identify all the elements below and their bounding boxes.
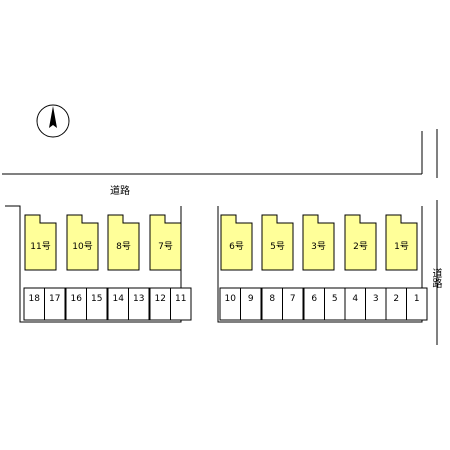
parking-space-pair: 12 11 — [149, 287, 192, 321]
building-unit-label: 6号 — [229, 241, 244, 252]
parking-space-number: 3 — [373, 294, 379, 304]
parking-space-number: 10 — [225, 294, 237, 304]
parking-space-number: 12 — [155, 294, 166, 304]
building-unit-label: 7号 — [158, 241, 173, 252]
building-unit: 2号 — [344, 214, 377, 271]
road-lines — [2, 129, 438, 345]
right-road-label: 道路 — [430, 268, 441, 288]
parking-space-number: 17 — [49, 294, 60, 304]
parking-space-pair: 10 9 — [219, 287, 262, 321]
building-unit-label: 2号 — [353, 241, 368, 252]
building-unit-label: 5号 — [270, 241, 285, 252]
parking-space-number: 5 — [332, 294, 338, 304]
buildings-left: 11号 10号 8号 7号 — [24, 214, 182, 271]
left-lot-outline — [5, 205, 182, 323]
parking-space-number: 8 — [269, 294, 275, 304]
building-unit: 11号 — [24, 214, 57, 271]
parking-space-number: 9 — [248, 294, 254, 304]
top-road-label: 道路 — [110, 186, 130, 197]
buildings-right: 6号 5号 3号 2号 1号 — [220, 214, 418, 271]
parking-space-pair: 14 13 — [107, 287, 150, 321]
parking-space-number: 1 — [414, 294, 420, 304]
building-unit: 5号 — [261, 214, 294, 271]
parking-space-number: 13 — [133, 294, 144, 304]
building-unit: 3号 — [302, 214, 335, 271]
building-unit: 10号 — [66, 214, 99, 271]
parking-space-number: 14 — [113, 294, 125, 304]
parking-space-number: 4 — [352, 294, 358, 304]
lot-lines — [5, 205, 423, 323]
parking-space-number: 2 — [393, 294, 399, 304]
parking-space-number: 16 — [71, 294, 83, 304]
building-unit: 1号 — [385, 214, 418, 271]
building-unit-label: 11号 — [30, 241, 50, 252]
parking-space-number: 18 — [29, 294, 41, 304]
right-lot-outline — [217, 206, 423, 323]
parking-space-number: 15 — [91, 294, 102, 304]
building-unit: 7号 — [149, 214, 182, 271]
parking-space-number: 11 — [175, 294, 186, 304]
building-unit-label: 3号 — [311, 241, 326, 252]
building-unit-label: 1号 — [394, 241, 409, 252]
parking-space-number: 6 — [311, 294, 317, 304]
building-unit: 8号 — [107, 214, 140, 271]
north-arrow-icon — [36, 104, 70, 138]
building-unit: 6号 — [220, 214, 253, 271]
parking-space-number: 7 — [290, 294, 296, 304]
building-unit-label: 10号 — [72, 241, 92, 252]
building-unit-label: 8号 — [116, 241, 131, 252]
